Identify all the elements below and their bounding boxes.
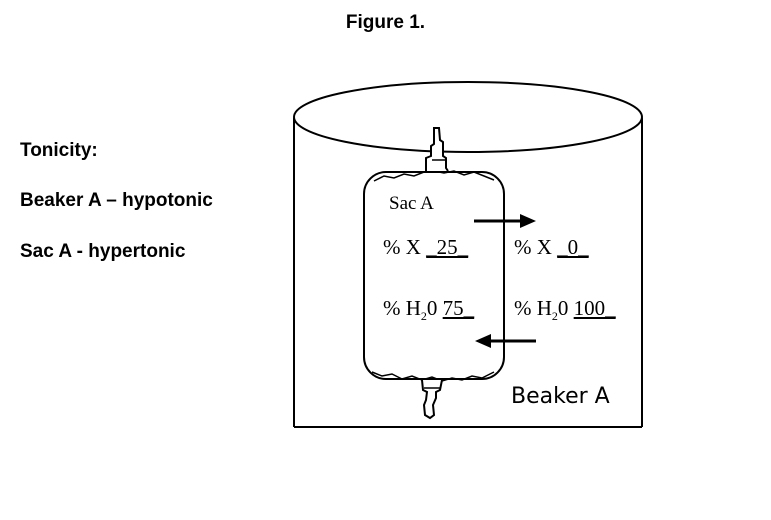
- beaker-water-percent: % H20 100_: [514, 296, 616, 324]
- figure-title: Figure 1.: [345, 12, 426, 33]
- sac-water-percent: % H20 75_: [383, 296, 474, 324]
- beaker-rim: [293, 81, 643, 153]
- beaker-solute-value: _0_: [557, 235, 589, 259]
- beaker-solute-percent: % X _0_: [514, 235, 589, 260]
- sac-bottom-tie: [421, 379, 443, 420]
- sac-water-suffix: 0: [426, 296, 443, 320]
- sac-bottom-crinkle: [371, 371, 495, 382]
- beaker-water-prefix: % H: [514, 296, 552, 320]
- beaker-label: Beaker A: [511, 384, 610, 409]
- sac-water-sub: 2: [420, 309, 427, 324]
- beaker-water-sub: 2: [551, 309, 558, 324]
- beaker-water-value: 100_: [573, 296, 616, 320]
- sac-water-value: 75_: [442, 296, 475, 320]
- sac-label: Sac A: [389, 193, 434, 214]
- tonicity-beaker-line: Beaker A – hypotonic: [20, 190, 213, 211]
- sac-outline: [363, 171, 505, 380]
- beaker-water-suffix: 0: [557, 296, 574, 320]
- tonicity-sac-line: Sac A - hypertonic: [20, 241, 186, 262]
- sac-solute-value: _25_: [426, 235, 469, 259]
- arrow-in-head: [475, 334, 491, 348]
- arrow-out-head: [520, 214, 536, 228]
- beaker-solute-prefix: % X: [514, 235, 558, 259]
- tonicity-heading: Tonicity:: [20, 140, 98, 161]
- sac-solute-percent: % X _25_: [383, 235, 468, 260]
- sac-solute-prefix: % X: [383, 235, 427, 259]
- sac-water-prefix: % H: [383, 296, 421, 320]
